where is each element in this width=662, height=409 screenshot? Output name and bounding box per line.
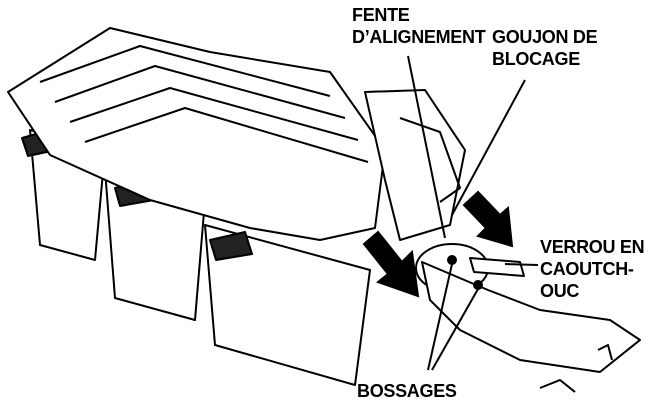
boss-2 — [473, 280, 483, 290]
label-locking-pin: GOUJON DE BLOCAGE — [492, 26, 598, 70]
chute-tube — [364, 89, 466, 241]
label-alignment-slot: FENTE D’ALIGNEMENT — [352, 4, 486, 48]
label-locking-pin-line2: BLOCAGE — [492, 49, 580, 69]
cover-ridge-3 — [69, 87, 359, 141]
leader-alignment-slot — [407, 55, 446, 239]
arrow-down-left — [362, 230, 420, 298]
cover-ridge-1 — [39, 45, 331, 97]
clip-1 — [597, 344, 613, 361]
label-bosses-line1: BOSSAGES — [357, 381, 457, 401]
label-locking-pin-line1: GOUJON DE — [492, 27, 598, 47]
handle-right — [209, 231, 253, 261]
label-bosses: BOSSAGES — [357, 380, 457, 402]
label-alignment-slot-line2: D’ALIGNEMENT — [352, 27, 486, 47]
leader-locking-pin — [451, 79, 526, 216]
leader-rubber-latch — [504, 263, 539, 266]
rear-handle — [399, 117, 461, 203]
label-rubber-latch-line2: CAOUTCH- — [540, 259, 634, 279]
boss-1 — [447, 255, 457, 265]
leader-boss-2 — [431, 288, 479, 371]
leader-boss-1 — [427, 263, 453, 371]
label-rubber-latch-line3: OUC — [540, 281, 580, 301]
label-rubber-latch-line1: VERROU EN — [540, 237, 645, 257]
bagger-cover — [7, 27, 386, 241]
arrow-down-right — [462, 190, 514, 248]
cover-ridge-2 — [54, 65, 346, 119]
rubber-latch — [469, 257, 525, 277]
bag-right — [204, 224, 371, 386]
label-rubber-latch: VERROU EN CAOUTCH- OUC — [540, 236, 645, 302]
clip-2 — [539, 379, 576, 393]
label-alignment-slot-line1: FENTE — [352, 5, 410, 25]
cover-ridge-4 — [84, 107, 369, 163]
